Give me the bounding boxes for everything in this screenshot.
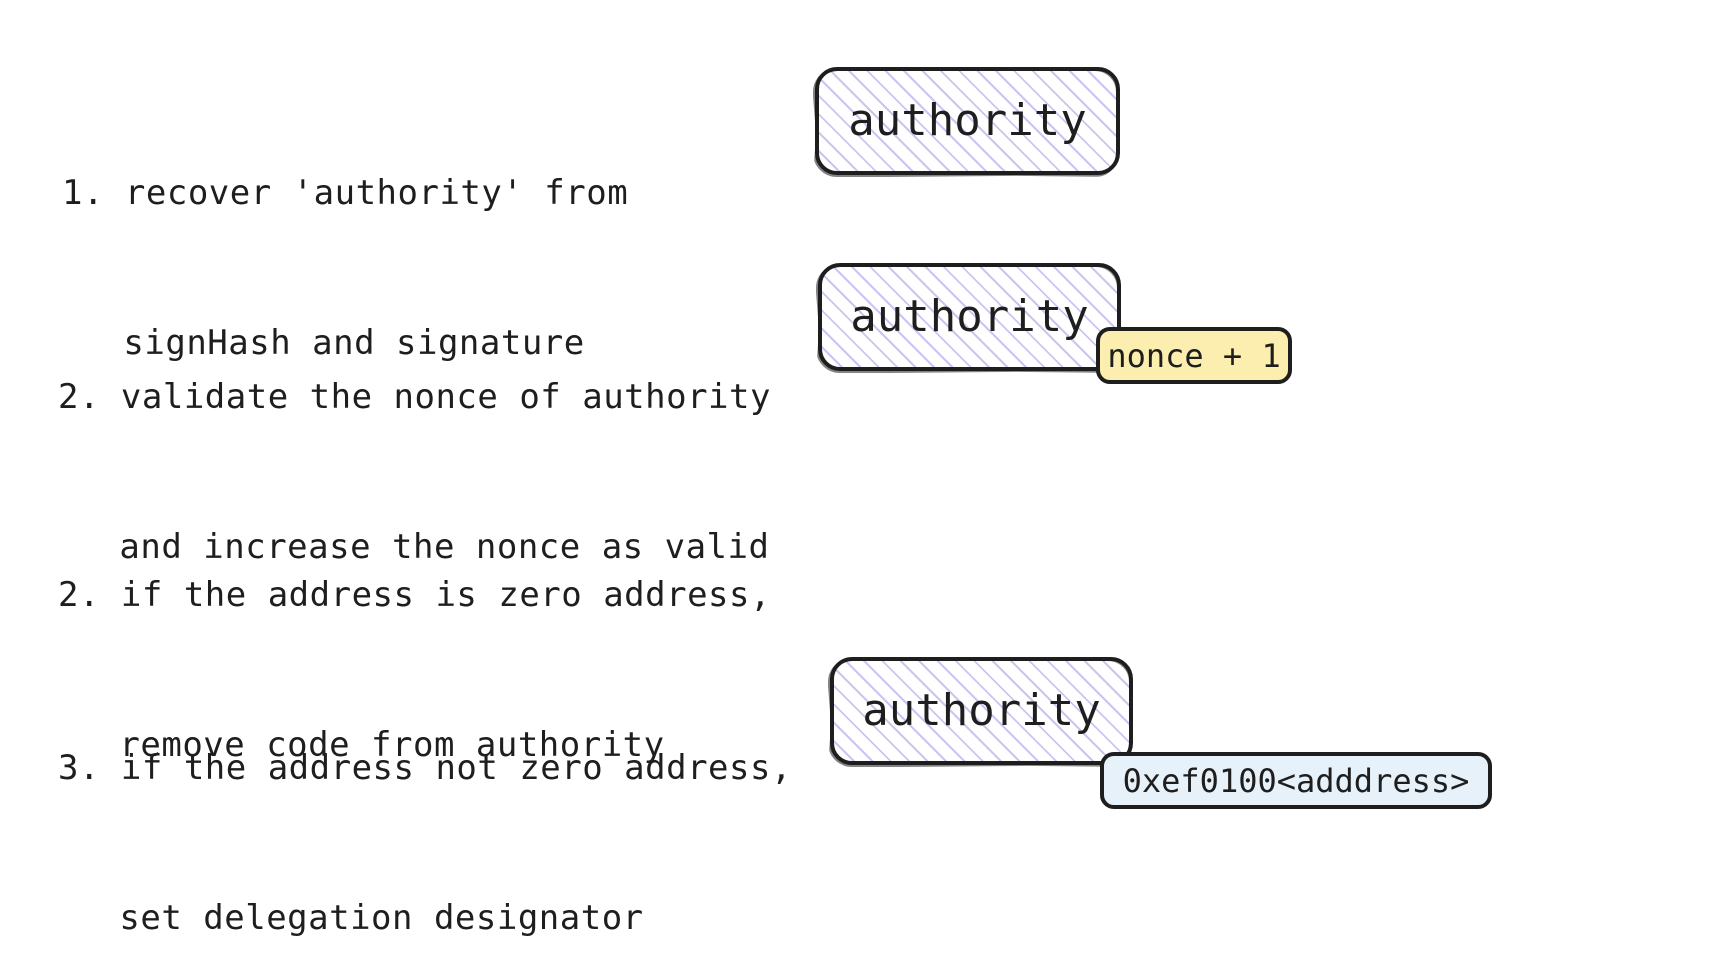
step-4-line-2: set delegation designator [119,898,644,938]
step-1-line-1: 1. recover 'authority' from [62,173,629,213]
step-2-line-2: and increase the nonce as valid [119,527,770,567]
nonce-increment-badge: nonce + 1 [1096,327,1292,384]
step-1-line-2: signHash and signature [123,323,585,363]
step-item-2: 2. validate the nonce of authority and i… [58,272,771,672]
step-item-1: 1. recover 'authority' from signHash and… [62,68,628,468]
step-item-3: 2. if the address is zero address, remov… [58,470,771,870]
authority-box-step-2: authority [818,263,1121,371]
step-4-line-1: 3. if the address not zero address, [58,748,792,788]
authority-box-label: authority [850,291,1089,342]
authority-box-step-4: authority [830,657,1133,765]
step-2-line-1: 2. validate the nonce of authority [58,377,771,417]
authority-box-label: authority [862,685,1101,736]
step-3-line-2: remove code from authority [119,725,665,765]
delegation-designator-badge: 0xef0100<adddress> [1100,752,1492,809]
step-3-line-1: 2. if the address is zero address, [58,575,771,615]
authority-box-step-1: authority [815,67,1120,175]
authority-box-label: authority [848,95,1087,146]
step-item-4: 3. if the address not zero address, set … [58,643,792,958]
